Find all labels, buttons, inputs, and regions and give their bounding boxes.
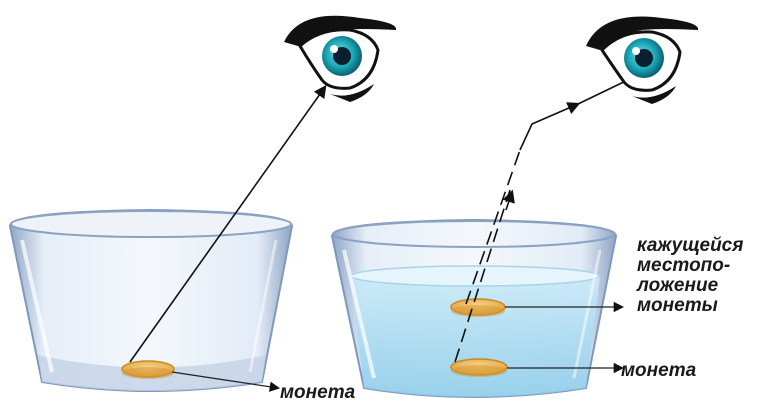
apparent-line-1: кажущейся <box>637 236 777 256</box>
coin-real-icon <box>451 359 507 377</box>
eye-icon <box>284 16 396 102</box>
eye-right-icon <box>586 17 698 104</box>
apparent-position-label: кажущейся местопо- ложение монеты <box>637 236 777 316</box>
coin-label-right: монета <box>621 361 696 381</box>
apparent-line-3: ложение <box>637 276 777 296</box>
coin-icon <box>122 361 174 379</box>
coin-label-left: монета <box>280 383 355 403</box>
apparent-line-2: местопо- <box>637 256 777 276</box>
coin-apparent-icon <box>451 299 505 317</box>
apparent-line-4: монеты <box>637 296 777 316</box>
light-ray-right <box>520 104 578 150</box>
